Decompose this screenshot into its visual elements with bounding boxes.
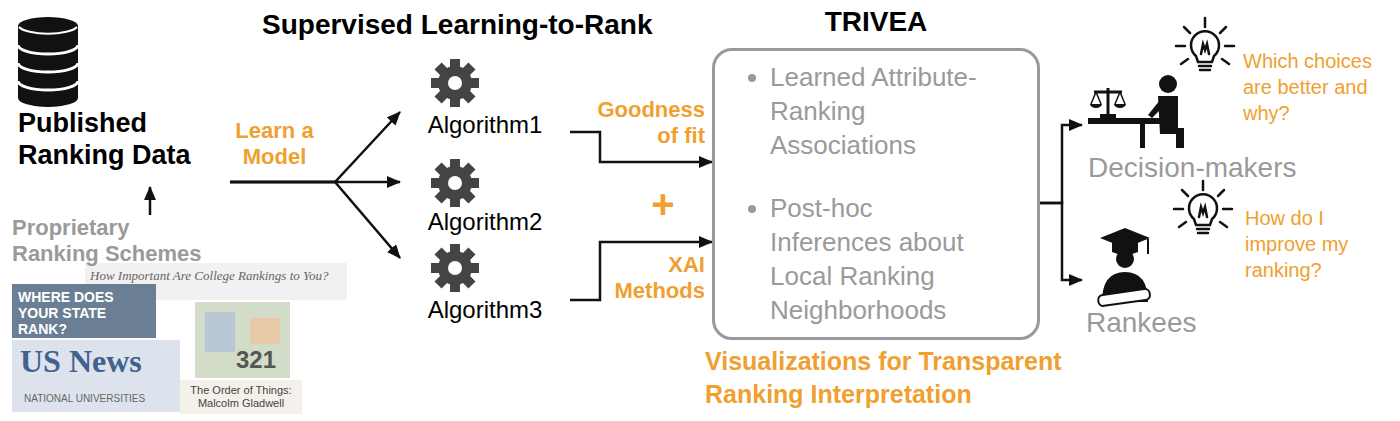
actor-node: Rankees <box>1082 222 1212 342</box>
decision-maker-icon <box>1088 75 1184 148</box>
magazine-logo: US News <box>20 342 180 380</box>
gear-icon <box>431 244 479 292</box>
algorithm-name: Algorithm3 <box>400 297 570 323</box>
actor-name: Decision-makers <box>1088 151 1332 185</box>
gear-icon <box>431 159 479 207</box>
source-node: Proprietary Ranking Schemes <box>8 215 218 270</box>
algorithm-node: Algorithm1 <box>400 58 570 142</box>
poster-title: WHERE DOES YOUR STATE RANK? <box>18 289 153 337</box>
poster-number: 321 <box>226 346 286 375</box>
gear-icon <box>431 59 479 107</box>
algorithm-name: Algorithm1 <box>400 112 570 138</box>
question-text: How do I improve my ranking? <box>1245 205 1395 283</box>
bullet-dot <box>748 74 756 82</box>
actor-name: Rankees <box>1086 306 1212 340</box>
rankee-icon <box>1098 228 1151 307</box>
section-heading: Supervised Learning-to-Rank <box>262 8 702 42</box>
lightbulb-icon <box>1176 18 1234 70</box>
bullet-text: Post-hoc Inferences about Local Ranking … <box>770 192 985 327</box>
bullet-item: Post-hoc Inferences about Local Ranking … <box>770 192 1027 327</box>
database-icon <box>18 17 78 107</box>
edge-label: XAI Methods <box>590 252 705 305</box>
arrow-connector <box>230 182 400 258</box>
node-title: Published Ranking Data <box>18 107 230 172</box>
magazine-subtitle: NATIONAL UNIVERSITIES <box>24 393 179 405</box>
trivea-box: TRIVEALearned Attribute-Ranking Associat… <box>712 48 1040 340</box>
article-headline: How Important Are College Rankings to Yo… <box>90 268 346 284</box>
bullet-text: Learned Attribute-Ranking Associations <box>770 61 985 162</box>
lightbulb-icon <box>1174 181 1232 233</box>
algorithm-name: Algorithm2 <box>400 209 570 235</box>
plus-sign: + <box>643 180 683 228</box>
bullet-dot <box>748 205 756 213</box>
database-node: Published Ranking Data <box>15 15 230 187</box>
arrow-connector <box>1040 203 1082 280</box>
box-heading: TRIVEA <box>712 5 1040 39</box>
edge-label: Goodness of fit <box>580 97 705 150</box>
arrow-connector <box>1040 125 1082 203</box>
node-title: Proprietary Ranking Schemes <box>12 215 218 268</box>
publication-collage <box>12 263 347 414</box>
algorithm-node: Algorithm2 <box>400 155 570 239</box>
question-text: Which choices are better and why? <box>1243 48 1393 126</box>
algorithm-node: Algorithm3 <box>400 243 570 327</box>
book-caption: The Order of Things: Malcolm Gladwell <box>182 384 300 409</box>
edge-label: Learn a Model <box>222 118 327 171</box>
arrow-connector <box>149 187 152 215</box>
bullet-item: Learned Attribute-Ranking Associations <box>770 61 1027 162</box>
box-caption: Visualizations for Transparent Ranking I… <box>705 345 1150 410</box>
